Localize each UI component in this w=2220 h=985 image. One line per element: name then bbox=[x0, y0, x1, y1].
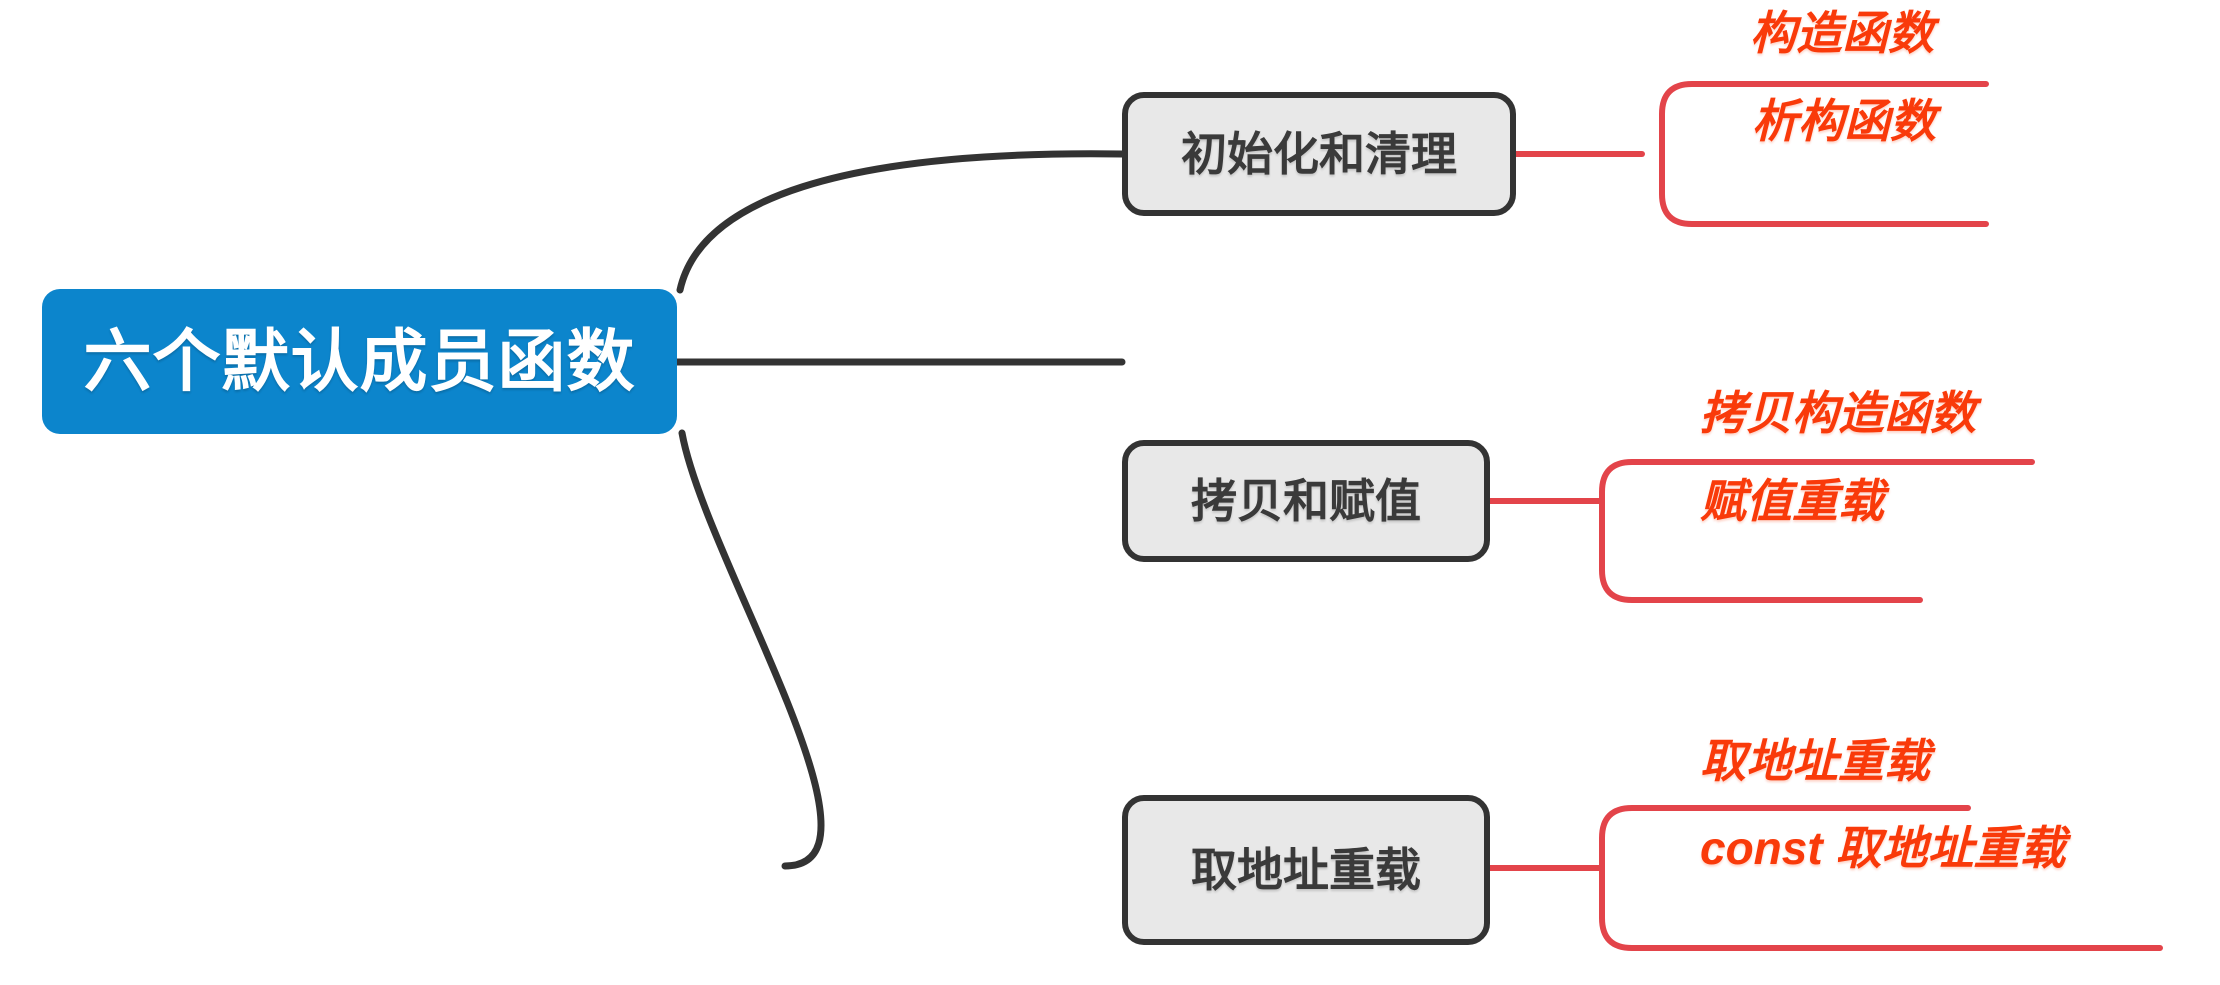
branch-node-1[interactable]: 初始化和清理 bbox=[1122, 92, 1516, 216]
leaf-label-1-1[interactable]: 构造函数 bbox=[1750, 7, 1934, 59]
branch-node-2[interactable]: 拷贝和赋值 bbox=[1122, 440, 1490, 562]
root-node[interactable]: 六个默认成员函数 bbox=[42, 289, 677, 434]
branch-node-2-label: 拷贝和赋值 bbox=[1191, 475, 1421, 527]
root-node-label: 六个默认成员函数 bbox=[83, 323, 636, 400]
leaf-label-1-2[interactable]: 析构函数 bbox=[1752, 95, 1936, 147]
leaf-label-3-1[interactable]: 取地址重载 bbox=[1700, 735, 1930, 787]
leaf-label-3-2[interactable]: const 取地址重载 bbox=[1700, 822, 2066, 874]
branch-node-3[interactable]: 取地址重载 bbox=[1122, 795, 1490, 945]
branch-node-3-label: 取地址重载 bbox=[1191, 844, 1421, 896]
leaf-label-2-1[interactable]: 拷贝构造函数 bbox=[1700, 387, 1976, 439]
connector-root-to-branch-1 bbox=[676, 150, 1126, 294]
leaf-label-2-2[interactable]: 赋值重载 bbox=[1700, 475, 1884, 527]
branch-node-1-label: 初始化和清理 bbox=[1181, 128, 1457, 180]
connector-root-to-branch-3 bbox=[678, 429, 825, 870]
